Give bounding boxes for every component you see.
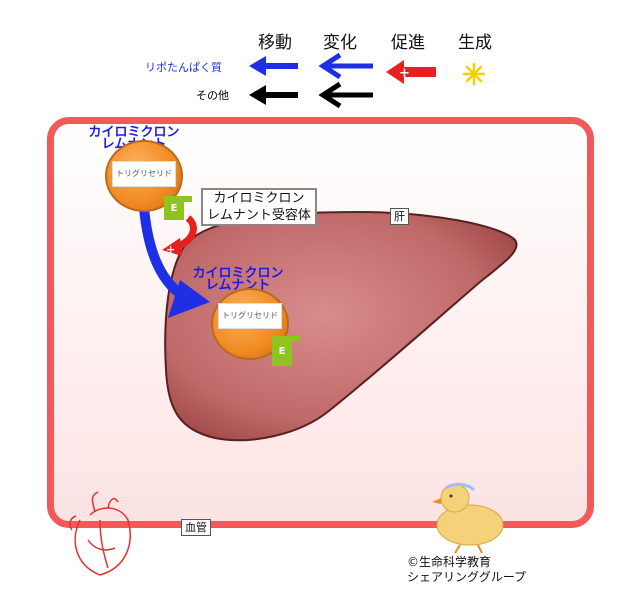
receptor-line2: レムナント受容体 [207,208,311,223]
red-promote-curve-icon: + [162,215,197,256]
liver-shape [164,210,518,442]
receptor-line1: カイロミクロン [213,191,305,206]
legend-other-label: その他 [196,89,229,102]
copyright-line2: シェアリンググループ [407,570,527,584]
svg-text:+: + [166,243,175,256]
legend-generate-label: 生成 [458,33,492,53]
receptor-label-box: カイロミクロン レムナント受容体 [201,188,317,226]
triglyceride-box-bottom: トリグリセリド [218,303,282,329]
particle-bottom-title: カイロミクロン レムナント [188,266,288,292]
chick-icon [432,482,504,554]
e-marker-bottom: E [272,336,292,366]
legend-change-label: 変化 [323,33,357,53]
liver-tag: 肝 [390,208,409,225]
e-marker-bottom-tab [292,336,300,342]
svg-text:+: + [399,66,410,81]
legend-promote-label: 促進 [391,33,425,53]
yellow-generate-sparkle-icon [462,62,486,86]
red-promote-arrow-icon: + [386,60,436,84]
legend-lipoprotein-label: リポたんぱく質 [145,61,222,74]
copyright-line1: ©生命科学教育 [407,555,492,569]
blue-change-arrow-icon [318,52,373,80]
particle-bottom-line1: カイロミクロン [192,266,284,281]
legend-symbols: + [249,52,486,109]
black-change-arrow-icon [318,81,373,109]
blue-transport-arrow-icon [139,207,210,318]
particle-top-line1: カイロミクロン [88,125,180,140]
black-move-arrow-icon [249,85,298,105]
e-marker-top: E [164,196,184,220]
legend-move-label: 移動 [258,33,292,53]
triglyceride-box-top: トリグリセリド [112,161,176,187]
blood-vessel-tag: 血管 [181,519,211,536]
blue-move-arrow-icon [249,56,298,76]
copyright-text: ©生命科学教育 シェアリンググループ [407,555,526,585]
e-marker-top-tab [184,196,192,202]
heart-icon [69,491,131,576]
